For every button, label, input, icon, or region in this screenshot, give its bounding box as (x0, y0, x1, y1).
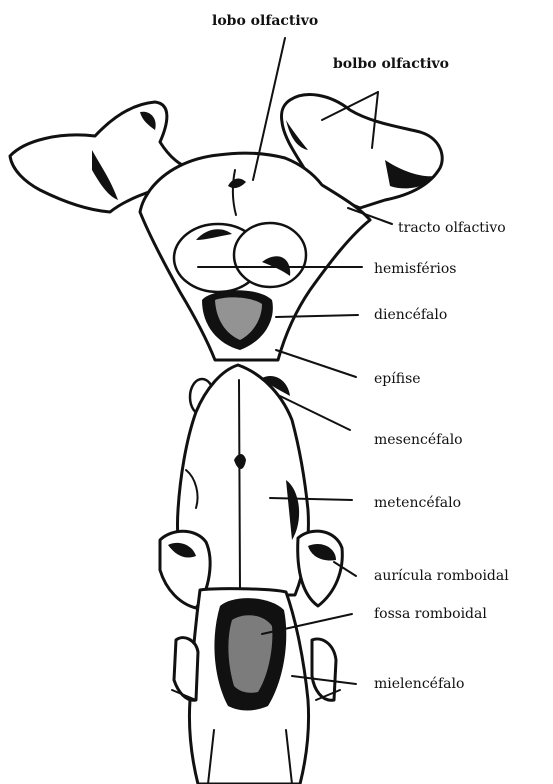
label-bolbo-olfactivo: bolbo olfactivo (333, 56, 449, 72)
label-fossa-romboidal: fossa romboidal (374, 606, 487, 622)
right-hemisphere (234, 223, 306, 287)
label-tracto-olfactivo: tracto olfactivo (398, 220, 506, 236)
label-auricula-romboidal: aurícula romboidal (374, 568, 509, 584)
label-epifise: epífise (374, 371, 421, 387)
label-mesencefalo: mesencéfalo (374, 432, 463, 448)
leader-epifise (276, 350, 356, 377)
label-lobo-olfactivo: lobo olfactivo (212, 13, 318, 29)
label-mielencefalo: mielencéfalo (374, 676, 464, 692)
label-diencefalo: diencéfalo (374, 307, 447, 323)
label-metencefalo: metencéfalo (374, 495, 461, 511)
right-rhomboid-auricle (298, 531, 343, 606)
label-hemisferios: hemisférios (374, 261, 457, 277)
